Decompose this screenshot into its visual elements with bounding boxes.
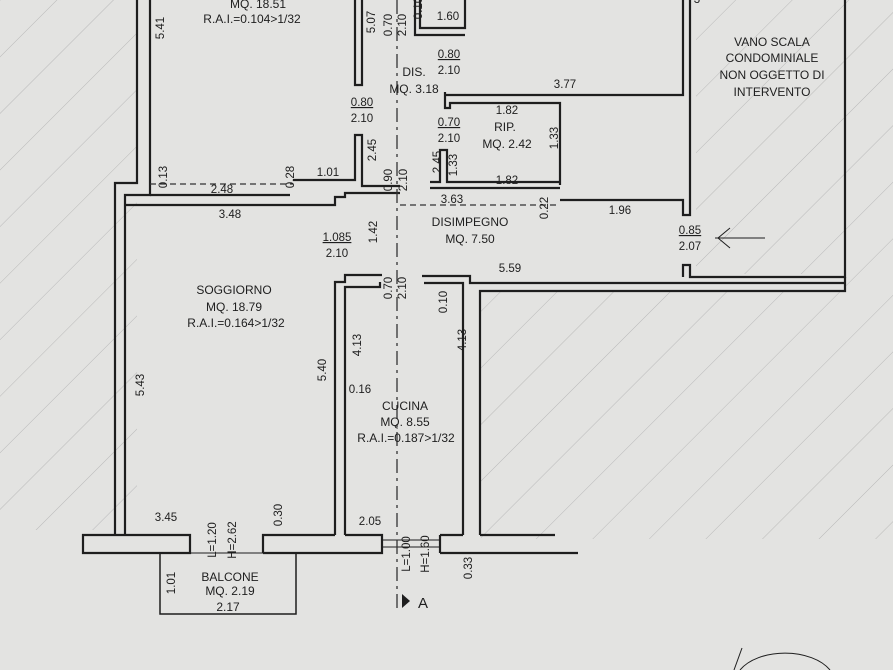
cucina-rai: R.A.I.=0.187>1/32 <box>357 431 455 445</box>
dimension-label: 2.10 <box>398 169 410 191</box>
dimension-label: 4.13 <box>457 329 469 351</box>
dimension-label: 1.01 <box>317 167 339 179</box>
hatched-stairwell <box>696 0 844 274</box>
disimpegno-area: MQ. 7.50 <box>445 232 495 246</box>
dimension-label: 3.77 <box>554 79 576 91</box>
dimension-label: 5.41 <box>155 17 167 39</box>
dimension-label: 0.90 <box>383 169 395 191</box>
dimension-label: 2.45 <box>367 139 379 161</box>
dimension-label: 1.60 <box>437 11 459 23</box>
hatched-neighbor-area <box>481 291 893 539</box>
room-labels: MQ. 18.51 R.A.I.=0.104>1/32 DIS. MQ. 3.1… <box>187 0 824 614</box>
dimension-label: 0.70 <box>383 277 395 299</box>
dimension-label: 2.05 <box>359 516 381 528</box>
dimension-label: 5.43 <box>135 374 147 396</box>
dimension-label: 0.85 <box>679 225 701 237</box>
dimension-label: 1.42 <box>368 221 380 243</box>
disimpegno-name: DISIMPEGNO <box>432 215 509 229</box>
soggiorno-rai: R.A.I.=0.164>1/32 <box>187 316 285 330</box>
dimension-label: 2.10 <box>326 248 348 260</box>
dimension-label: 0.30 <box>273 504 285 526</box>
dimension-label: L=1.00 <box>401 536 413 572</box>
dimension-label: 5.59 <box>499 263 521 275</box>
dimension-label: 0.28 <box>285 166 297 188</box>
dimension-label: 1.82 <box>496 175 518 187</box>
hatched-exterior-left <box>0 0 137 530</box>
dimension-label: 0.10 <box>438 291 450 313</box>
compass <box>733 647 831 670</box>
dimension-label: 0.80 <box>438 49 460 61</box>
dimension-label: 3 <box>694 0 700 6</box>
dimension-label: H=1.60 <box>420 535 432 572</box>
balcone-area: MQ. 2.19 <box>205 584 255 598</box>
dimension-label: 2.48 <box>211 184 233 196</box>
cucina-name: CUCINA <box>382 399 428 413</box>
dimension-label: 3.63 <box>441 194 463 206</box>
dimension-label: 3.45 <box>155 512 177 524</box>
dimension-label: 3.48 <box>219 209 241 221</box>
dimension-label: 0.13 <box>158 166 170 188</box>
soggiorno-name: SOGGIORNO <box>196 283 271 297</box>
dimension-label: 2.10 <box>438 133 460 145</box>
section-marker: A <box>418 595 428 612</box>
dimension-label: 0.33 <box>463 557 475 579</box>
dimension-label: 0.70 <box>438 117 460 129</box>
dimension-label: 1.96 <box>609 205 631 217</box>
dimension-label: 1.82 <box>496 105 518 117</box>
top-room-area: MQ. 18.51 <box>230 0 286 11</box>
dimension-label: L=1.20 <box>207 522 219 558</box>
vano-scala-line: CONDOMINIALE <box>726 51 819 65</box>
section-arrow-icon <box>402 594 410 608</box>
dimension-label: 1.085 <box>323 232 352 244</box>
dimension-label: 0.10 <box>413 0 425 19</box>
dimension-labels: 1.600.802.103.770.802.101.820.702.101.01… <box>135 0 701 594</box>
dimension-label: 2.10 <box>351 113 373 125</box>
dimension-label: 5.40 <box>317 359 329 381</box>
dimension-label: 2.45 <box>432 151 444 173</box>
dimension-label: 1.01 <box>166 572 178 594</box>
rip-area: MQ. 2.42 <box>482 137 532 151</box>
soggiorno-area: MQ. 18.79 <box>206 300 262 314</box>
balcone-name: BALCONE <box>201 570 258 584</box>
rip-name: RIP. <box>494 120 516 134</box>
vano-scala-line: VANO SCALA <box>734 35 810 49</box>
dimension-label: 5.07 <box>366 11 378 33</box>
dimension-label: 2.10 <box>438 65 460 77</box>
dimension-label: 0.80 <box>351 97 373 109</box>
walls <box>81 0 847 615</box>
vano-scala-line: NON OGGETTO DI <box>719 68 824 82</box>
dimension-label: 4.13 <box>352 334 364 356</box>
dimension-label: 0.70 <box>383 14 395 36</box>
dis-area: MQ. 3.18 <box>389 82 439 96</box>
dimension-label: 1.33 <box>448 154 460 176</box>
vano-scala-line: INTERVENTO <box>734 85 811 99</box>
balcone-width: 2.17 <box>216 600 240 614</box>
dimension-label: 0.22 <box>539 197 551 219</box>
top-room-rai: R.A.I.=0.104>1/32 <box>203 12 301 26</box>
dimension-label: 0.16 <box>349 384 371 396</box>
dimension-label: H=2.62 <box>227 521 239 558</box>
dimension-label: 2.10 <box>397 14 409 36</box>
dimension-label: 1.33 <box>549 127 561 149</box>
dis-name: DIS. <box>402 65 425 79</box>
dimension-label: 2.07 <box>679 241 701 253</box>
cucina-area: MQ. 8.55 <box>380 415 430 429</box>
dashed-lines <box>150 0 765 612</box>
dimension-label: 2.10 <box>397 277 409 299</box>
